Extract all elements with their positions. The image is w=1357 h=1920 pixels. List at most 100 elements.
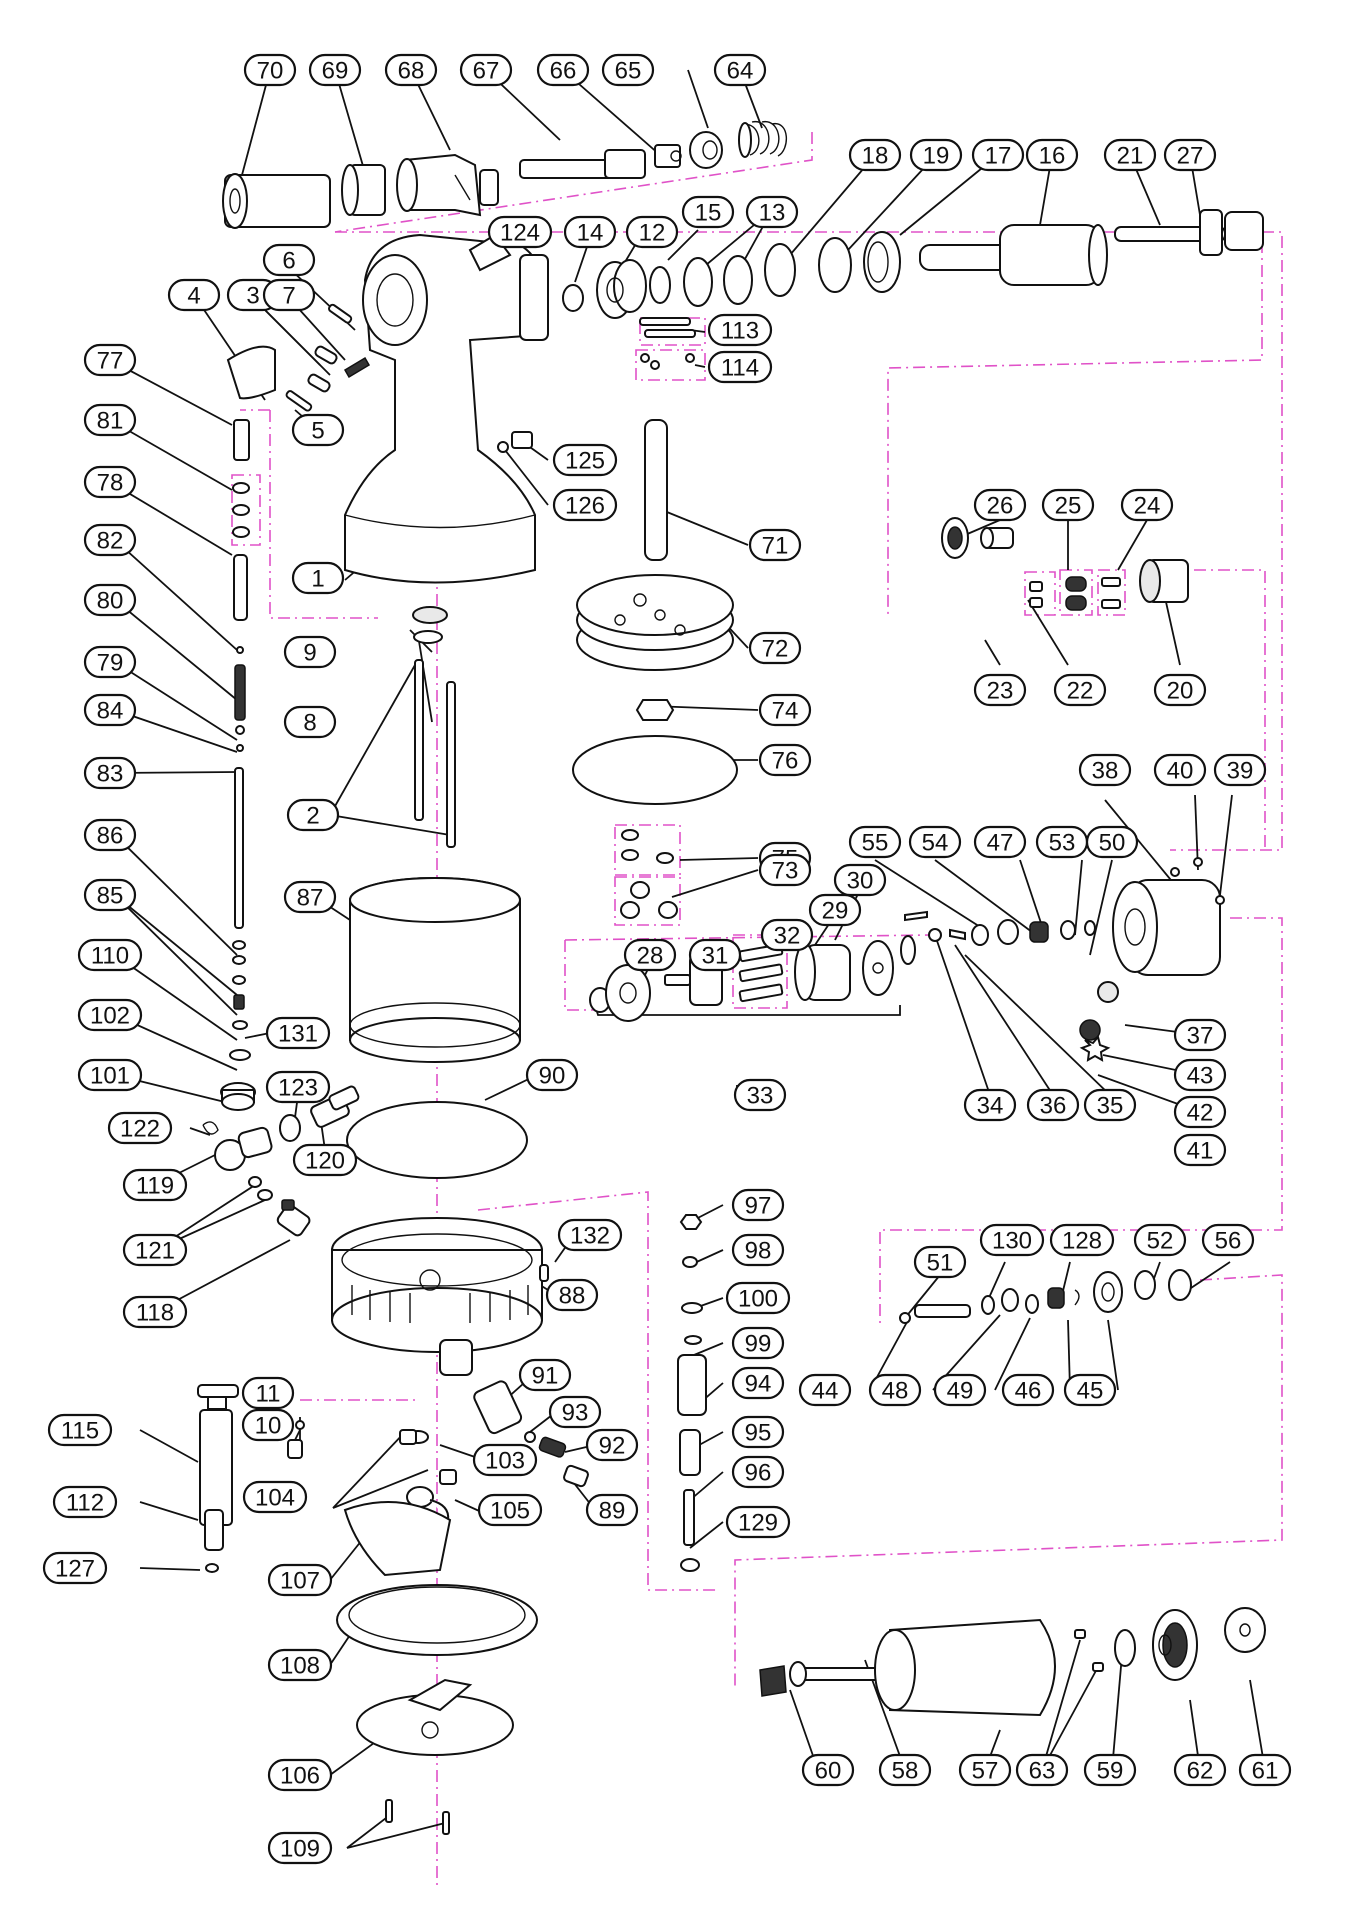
callout-number-78: 78 xyxy=(97,470,124,497)
part-112-nozzle xyxy=(204,1509,224,1551)
callout-54: 54 xyxy=(908,825,962,859)
callout-box-94 xyxy=(731,1366,785,1400)
part-58-rod xyxy=(789,1661,881,1687)
callout-number-110: 110 xyxy=(91,943,129,970)
part-83-rod xyxy=(234,767,244,929)
callout-102: 102 xyxy=(77,998,143,1032)
callout-76: 76 xyxy=(758,743,812,777)
part-79-ring xyxy=(235,725,245,735)
callout-number-100: 100 xyxy=(738,1286,778,1313)
callout-number-98: 98 xyxy=(745,1238,772,1265)
callout-number-19: 19 xyxy=(923,143,950,170)
callout-2: 2 xyxy=(286,798,340,832)
callout-number-106: 106 xyxy=(280,1763,320,1790)
callout-number-119: 119 xyxy=(136,1173,174,1200)
callout-box-96 xyxy=(731,1455,785,1489)
callout-47: 47 xyxy=(973,825,1027,859)
callout-box-85 xyxy=(83,878,137,912)
callout-box-92 xyxy=(585,1428,639,1462)
callout-box-98 xyxy=(731,1233,785,1267)
part-102-ring xyxy=(229,1049,251,1061)
callout-50: 50 xyxy=(1085,825,1139,859)
callout-11: 11 xyxy=(241,1376,295,1410)
callout-box-124 xyxy=(487,215,553,249)
callout-box-12 xyxy=(625,215,679,249)
callout-number-131: 131 xyxy=(278,1021,318,1048)
callout-number-21: 21 xyxy=(1117,143,1144,170)
callout-number-63: 63 xyxy=(1029,1758,1056,1785)
callout-box-108 xyxy=(267,1648,333,1682)
part-22-rotor xyxy=(980,527,1014,549)
part-123-ring xyxy=(279,1114,301,1142)
callout-box-81 xyxy=(83,403,137,437)
callout-41: 41 xyxy=(1173,1133,1227,1167)
callout-box-72 xyxy=(748,631,802,665)
callout-15: 15 xyxy=(681,195,735,229)
callout-49: 49 xyxy=(933,1373,987,1407)
callout-51: 51 xyxy=(913,1245,967,1279)
part-3-pins xyxy=(307,345,338,393)
callout-number-84: 84 xyxy=(97,698,124,725)
callout-107: 107 xyxy=(267,1563,333,1597)
callout-number-9: 9 xyxy=(303,640,316,667)
callout-5: 5 xyxy=(291,413,345,447)
part-48-ring xyxy=(1001,1288,1019,1312)
part-98-ring xyxy=(682,1256,698,1268)
part-26-small-parts xyxy=(1029,581,1043,608)
callout-110: 110 xyxy=(77,938,143,972)
callout-box-105 xyxy=(477,1493,543,1527)
callout-box-55 xyxy=(848,825,902,859)
part-43-filter xyxy=(1097,981,1119,1003)
callout-number-38: 38 xyxy=(1092,758,1119,785)
callout-number-130: 130 xyxy=(992,1228,1032,1255)
part-128-spring xyxy=(1047,1287,1065,1309)
callout-106: 106 xyxy=(267,1758,333,1792)
callout-number-8: 8 xyxy=(303,710,316,737)
callout-box-97 xyxy=(731,1188,785,1222)
callout-box-68 xyxy=(384,53,438,87)
part-107-cover xyxy=(343,1501,452,1577)
callout-10: 10 xyxy=(241,1408,295,1442)
part-89-plug xyxy=(563,1464,589,1488)
callout-box-91 xyxy=(518,1358,572,1392)
callout-box-87 xyxy=(283,880,337,914)
callout-box-13 xyxy=(745,195,799,229)
callout-number-28: 28 xyxy=(637,943,664,970)
callout-number-24: 24 xyxy=(1134,493,1161,520)
callout-box-44 xyxy=(798,1373,852,1407)
callout-number-101: 101 xyxy=(90,1063,130,1090)
callout-39: 39 xyxy=(1213,753,1267,787)
part-15-seal xyxy=(649,266,671,304)
part-29-cylinder xyxy=(794,943,851,1001)
callout-box-43 xyxy=(1173,1058,1227,1092)
part-28-end-plate xyxy=(605,964,651,1022)
callout-121: 121 xyxy=(122,1233,188,1267)
callout-21: 21 xyxy=(1103,138,1157,172)
callout-box-37 xyxy=(1173,1018,1227,1052)
callout-number-64: 64 xyxy=(727,58,754,85)
callout-67: 67 xyxy=(459,53,513,87)
callout-77: 77 xyxy=(83,343,137,377)
callout-12: 12 xyxy=(625,215,679,249)
callout-number-107: 107 xyxy=(280,1568,320,1595)
part-85-rings xyxy=(232,955,246,985)
part-44-washer xyxy=(899,1312,911,1324)
part-100-ring xyxy=(681,1302,703,1314)
part-88-base-housing xyxy=(331,1217,543,1376)
callout-box-90 xyxy=(525,1058,579,1092)
callout-94: 94 xyxy=(731,1366,785,1400)
part-132-pin xyxy=(539,1264,549,1282)
callout-6: 6 xyxy=(262,243,316,277)
callout-number-99: 99 xyxy=(745,1331,772,1358)
callout-number-69: 69 xyxy=(322,58,349,85)
callout-number-66: 66 xyxy=(550,58,577,85)
callout-box-84 xyxy=(83,693,137,727)
callout-box-65 xyxy=(601,53,655,87)
part-63-pins xyxy=(1074,1629,1104,1672)
callout-48: 48 xyxy=(868,1373,922,1407)
callout-box-21 xyxy=(1103,138,1157,172)
part-122-clip xyxy=(202,1121,219,1135)
callout-box-8 xyxy=(283,705,337,739)
callout-box-17 xyxy=(971,138,1025,172)
callout-number-94: 94 xyxy=(745,1371,772,1398)
